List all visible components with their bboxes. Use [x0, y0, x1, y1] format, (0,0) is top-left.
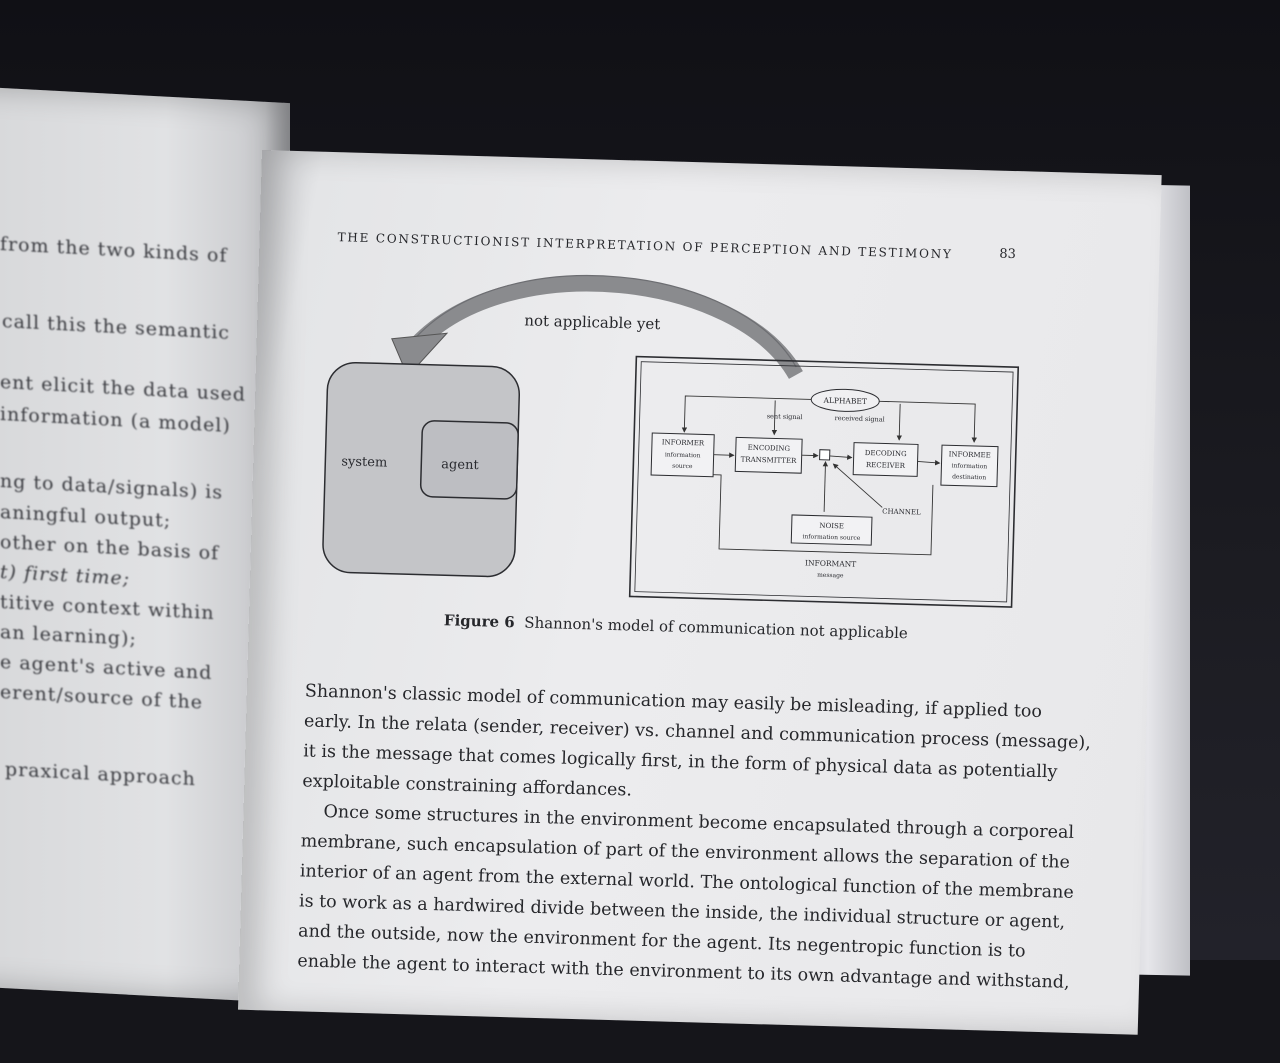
informee-box: [940, 444, 999, 488]
agent-label: agent: [441, 457, 480, 473]
body-text: Shannon's classic model of communication…: [297, 676, 1091, 996]
encoding-label: ENCODING: [748, 444, 791, 453]
agent-box: [419, 420, 519, 500]
left-line: an learning);: [0, 620, 137, 651]
alphabet-label: ALPHABET: [822, 396, 867, 406]
left-line: aningful output;: [0, 500, 172, 532]
curved-arrow: [410, 275, 803, 380]
received-signal-label: received signal: [835, 414, 885, 423]
informee-sub2: destination: [952, 473, 986, 481]
left-line: other on the basis of: [0, 530, 220, 565]
transmitter-label: TRANSMITTER: [741, 455, 798, 465]
informee-sub1: information: [952, 462, 988, 470]
left-page-text: from the two kinds of call this the sema…: [0, 87, 246, 1061]
informee-label: INFORMEE: [949, 450, 991, 459]
figure-6-diagram: system agent ALPHABET sent signal receiv…: [322, 275, 1020, 608]
informer-sub2: source: [672, 463, 693, 471]
channel-label: CHANNEL: [882, 507, 921, 516]
decoding-label: DECODING: [865, 449, 908, 458]
encoding-box: [734, 436, 803, 474]
system-label: system: [341, 454, 387, 470]
left-line: t) first time;: [0, 560, 131, 590]
informer-label: INFORMER: [662, 438, 705, 447]
left-line: ent elicit the data used: [0, 370, 246, 406]
informer-sub1: information: [665, 451, 701, 459]
informer-box: [650, 432, 715, 478]
shannon-frame-outer: [628, 355, 1020, 608]
right-page: THE CONSTRUCTIONIST INTERPRETATION OF PE…: [237, 150, 1162, 1035]
noise-sub: information source: [802, 533, 860, 542]
left-line: call this the semantic: [2, 310, 230, 344]
not-applicable-label: not applicable yet: [524, 311, 661, 334]
left-line: praxical approach: [5, 758, 196, 791]
noise-box: [790, 514, 873, 546]
left-line: from the two kinds of: [0, 232, 228, 267]
right-page-content: THE CONSTRUCTIONIST INTERPRETATION OF PE…: [238, 150, 1162, 1035]
left-line: erent/source of the: [0, 680, 203, 714]
receiver-label: RECEIVER: [866, 461, 906, 470]
caption-number: Figure 6: [443, 611, 516, 632]
left-line: information (a model): [0, 402, 231, 438]
informant-sub: message: [817, 572, 844, 580]
sent-signal-label: sent signal: [767, 412, 803, 421]
channel-square: [819, 449, 831, 461]
left-line: titive context within: [0, 590, 215, 625]
left-line: e agent's active and: [0, 650, 213, 685]
decoding-box: [852, 442, 919, 477]
informant-label: INFORMANT: [805, 558, 856, 568]
noise-label: NOISE: [819, 522, 844, 531]
left-line: ng to data/signals) is: [0, 469, 224, 504]
